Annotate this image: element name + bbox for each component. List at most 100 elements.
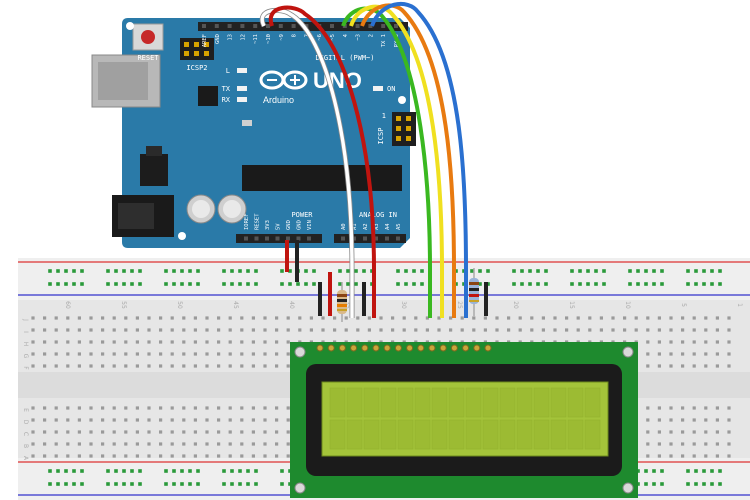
- terminal-hole: [460, 316, 464, 320]
- lcd-header-pin: [383, 344, 391, 352]
- lcd-char-cell: [567, 387, 584, 418]
- terminal-hole: [217, 316, 221, 320]
- rail-hole: [312, 269, 316, 273]
- terminal-hole: [669, 430, 673, 434]
- terminal-hole: [715, 418, 719, 422]
- terminal-hole: [669, 352, 673, 356]
- rail-hole: [644, 282, 648, 286]
- digital-pin-label: ~10: [266, 34, 272, 44]
- rail-hole: [544, 282, 548, 286]
- rail-hole: [304, 282, 308, 286]
- terminal-hole: [715, 352, 719, 356]
- terminal-hole: [193, 454, 197, 458]
- lcd-char-cell: [380, 419, 397, 450]
- terminal-hole: [217, 328, 221, 332]
- terminal-hole: [43, 340, 47, 344]
- rail-hole: [280, 469, 284, 473]
- lcd-char-cell: [465, 387, 482, 418]
- rail-hole: [652, 282, 656, 286]
- terminal-hole: [681, 406, 685, 410]
- terminal-hole: [205, 328, 209, 332]
- wire-blue: [370, 2, 468, 318]
- terminal-hole: [727, 406, 731, 410]
- digital-pin-socket: [214, 24, 219, 28]
- rail-hole: [718, 469, 722, 473]
- terminal-hole: [391, 328, 395, 332]
- digital-pin-label: TX 1: [381, 34, 387, 47]
- digital-pin-socket: [330, 24, 334, 28]
- terminal-hole: [263, 454, 267, 458]
- digital-pin-label: AREF: [202, 34, 208, 47]
- rail-hole: [288, 269, 292, 273]
- terminal-hole: [646, 352, 650, 356]
- terminal-hole: [228, 328, 232, 332]
- lcd-header-pin: [361, 344, 369, 352]
- digital-label: DIGITAL (PWM~): [315, 54, 374, 62]
- row-letter: F: [22, 366, 29, 370]
- terminal-hole: [669, 406, 673, 410]
- terminal-hole: [518, 316, 522, 320]
- column-number: 30: [400, 301, 407, 309]
- terminal-hole: [646, 430, 650, 434]
- terminal-hole: [657, 328, 661, 332]
- terminal-hole: [43, 442, 47, 446]
- terminal-hole: [623, 316, 627, 320]
- digital-pin-label: 8: [292, 34, 298, 37]
- terminal-hole: [727, 418, 731, 422]
- lcd-module: [290, 342, 638, 498]
- row-letter: E: [22, 408, 29, 412]
- analog-pin-socket: [385, 236, 389, 241]
- terminal-hole: [692, 364, 696, 368]
- terminal-hole: [193, 364, 197, 368]
- rail-hole: [644, 482, 648, 486]
- terminal-hole: [147, 442, 151, 446]
- terminal-hole: [101, 454, 105, 458]
- terminal-hole: [727, 430, 731, 434]
- terminal-hole: [251, 454, 255, 458]
- rail-hole: [478, 269, 482, 273]
- terminal-hole: [205, 406, 209, 410]
- rail-hole: [238, 482, 242, 486]
- power-pin-label: GND: [286, 220, 292, 230]
- terminal-hole: [367, 328, 371, 332]
- terminal-hole: [182, 454, 186, 458]
- terminal-hole: [124, 328, 128, 332]
- terminal-hole: [240, 418, 244, 422]
- rail-hole: [72, 482, 76, 486]
- led-l: [237, 68, 247, 73]
- terminal-hole: [275, 352, 279, 356]
- power-pin-label: IOREF: [244, 213, 250, 230]
- lcd-header-pin: [450, 344, 458, 352]
- terminal-hole: [228, 442, 232, 446]
- terminal-hole: [147, 406, 151, 410]
- terminal-hole: [54, 340, 58, 344]
- terminal-hole: [576, 328, 580, 332]
- terminal-hole: [518, 328, 522, 332]
- digital-pin-label: 12: [240, 34, 246, 41]
- terminal-hole: [715, 328, 719, 332]
- rail-hole: [56, 482, 60, 486]
- terminal-hole: [495, 328, 499, 332]
- column-number: 5: [680, 303, 687, 307]
- terminal-hole: [715, 406, 719, 410]
- terminal-hole: [77, 430, 81, 434]
- rail-hole: [130, 482, 134, 486]
- terminal-hole: [77, 442, 81, 446]
- terminal-hole: [170, 430, 174, 434]
- terminal-hole: [124, 454, 128, 458]
- terminal-hole: [89, 328, 93, 332]
- led-on-label: ON: [387, 85, 395, 93]
- terminal-hole: [275, 430, 279, 434]
- terminal-hole: [193, 442, 197, 446]
- rail-hole: [238, 469, 242, 473]
- lcd-char-cell: [516, 419, 533, 450]
- rail-hole: [686, 282, 690, 286]
- power-pin-socket: [296, 236, 301, 241]
- rail-hole: [362, 269, 366, 273]
- digital-pin-socket: [381, 24, 386, 28]
- rail-hole: [710, 282, 714, 286]
- digital-pin-label: ~5: [330, 34, 336, 41]
- row-letter: C: [22, 432, 29, 436]
